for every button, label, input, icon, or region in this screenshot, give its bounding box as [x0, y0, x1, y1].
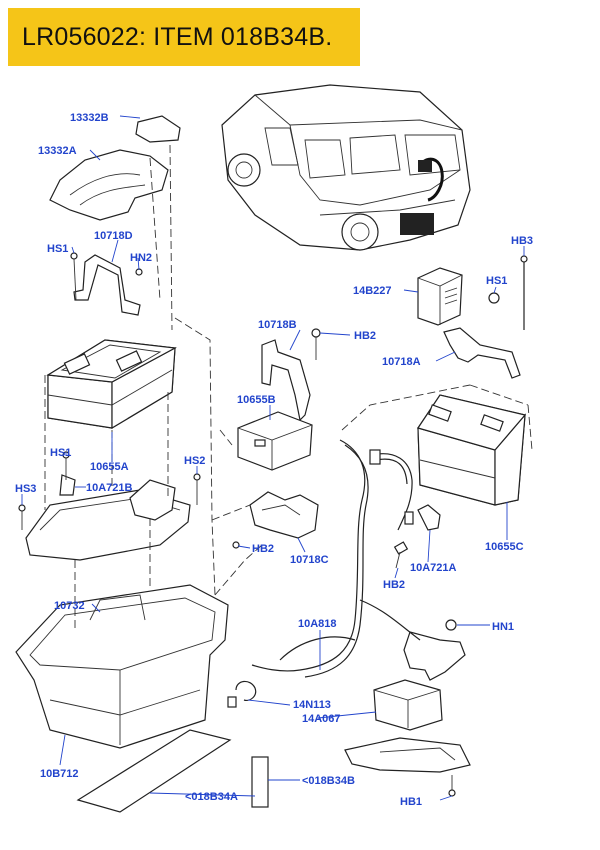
module-10655B — [237, 411, 313, 471]
label-13332A: 13332A — [38, 145, 77, 157]
label-018B34B: <018B34B — [302, 775, 355, 787]
label-13332B: 13332B — [70, 112, 109, 124]
label-HB2-c: HB2 — [383, 579, 405, 591]
bracket-10718D — [70, 252, 143, 316]
label-10718B: 10718B — [258, 319, 297, 331]
leader-lines — [21, 115, 525, 801]
battery-10655A — [46, 339, 177, 430]
cover-13332 — [49, 115, 181, 221]
label-HS2: HS2 — [184, 455, 205, 467]
label-HB2-b: HB2 — [252, 543, 274, 555]
title-banner: LR056022: ITEM 018B34B. — [8, 8, 360, 66]
label-HS1-c: HS1 — [486, 275, 507, 287]
label-10655B: 10655B — [237, 394, 276, 406]
bracket-hn1 — [403, 619, 466, 681]
label-10A721A: 10A721A — [410, 562, 457, 574]
label-HB3: HB3 — [511, 235, 533, 247]
label-10B712: 10B712 — [40, 768, 79, 780]
label-14N113: 14N113 — [293, 699, 331, 711]
label-10655C: 10655C — [485, 541, 524, 553]
battery-10655C — [417, 394, 527, 506]
label-14B227: 14B227 — [353, 285, 392, 297]
label-10718A: 10718A — [382, 356, 421, 368]
label-HN2: HN2 — [130, 252, 152, 264]
label-10732: 10732 — [54, 600, 85, 612]
module-14B227 — [417, 267, 500, 326]
label-10718C: 10718C — [290, 554, 329, 566]
bracket-10718A — [443, 327, 521, 379]
assembly-guide-lines — [44, 144, 533, 630]
label-10655A: 10655A — [90, 461, 129, 473]
bracket-10718C — [232, 491, 319, 549]
clamp-10A721A — [393, 504, 441, 569]
label-HB1: HB1 — [400, 796, 422, 808]
page-title: LR056022: ITEM 018B34B. — [22, 22, 333, 51]
label-HB2-a: HB2 — [354, 330, 376, 342]
vehicle-illustration — [221, 84, 471, 251]
tray-10732 — [18, 451, 201, 561]
label-018B34A: <018B34A — [185, 791, 238, 803]
cables-10A818 — [251, 439, 421, 678]
battery-box-10B712 — [15, 584, 229, 749]
part-labels: 13332B 13332A HS1 10718D HN2 10655A HS1 … — [15, 112, 533, 808]
label-HS1-a: HS1 — [47, 243, 68, 255]
mats-018B34 — [76, 729, 269, 813]
label-14A067: 14A067 — [302, 713, 341, 725]
label-HN1: HN1 — [492, 621, 514, 633]
fusebox-14A067 — [344, 679, 471, 797]
bracket-10718B — [261, 328, 321, 422]
label-10718D: 10718D — [94, 230, 133, 242]
label-HS3: HS3 — [15, 483, 36, 495]
bolt-HB3 — [520, 255, 528, 330]
label-10A721B: 10A721B — [86, 482, 133, 494]
label-10A818: 10A818 — [298, 618, 337, 630]
rear-battery-location — [400, 213, 434, 235]
clip-14N113 — [227, 680, 257, 708]
label-HS1-b: HS1 — [50, 447, 71, 459]
